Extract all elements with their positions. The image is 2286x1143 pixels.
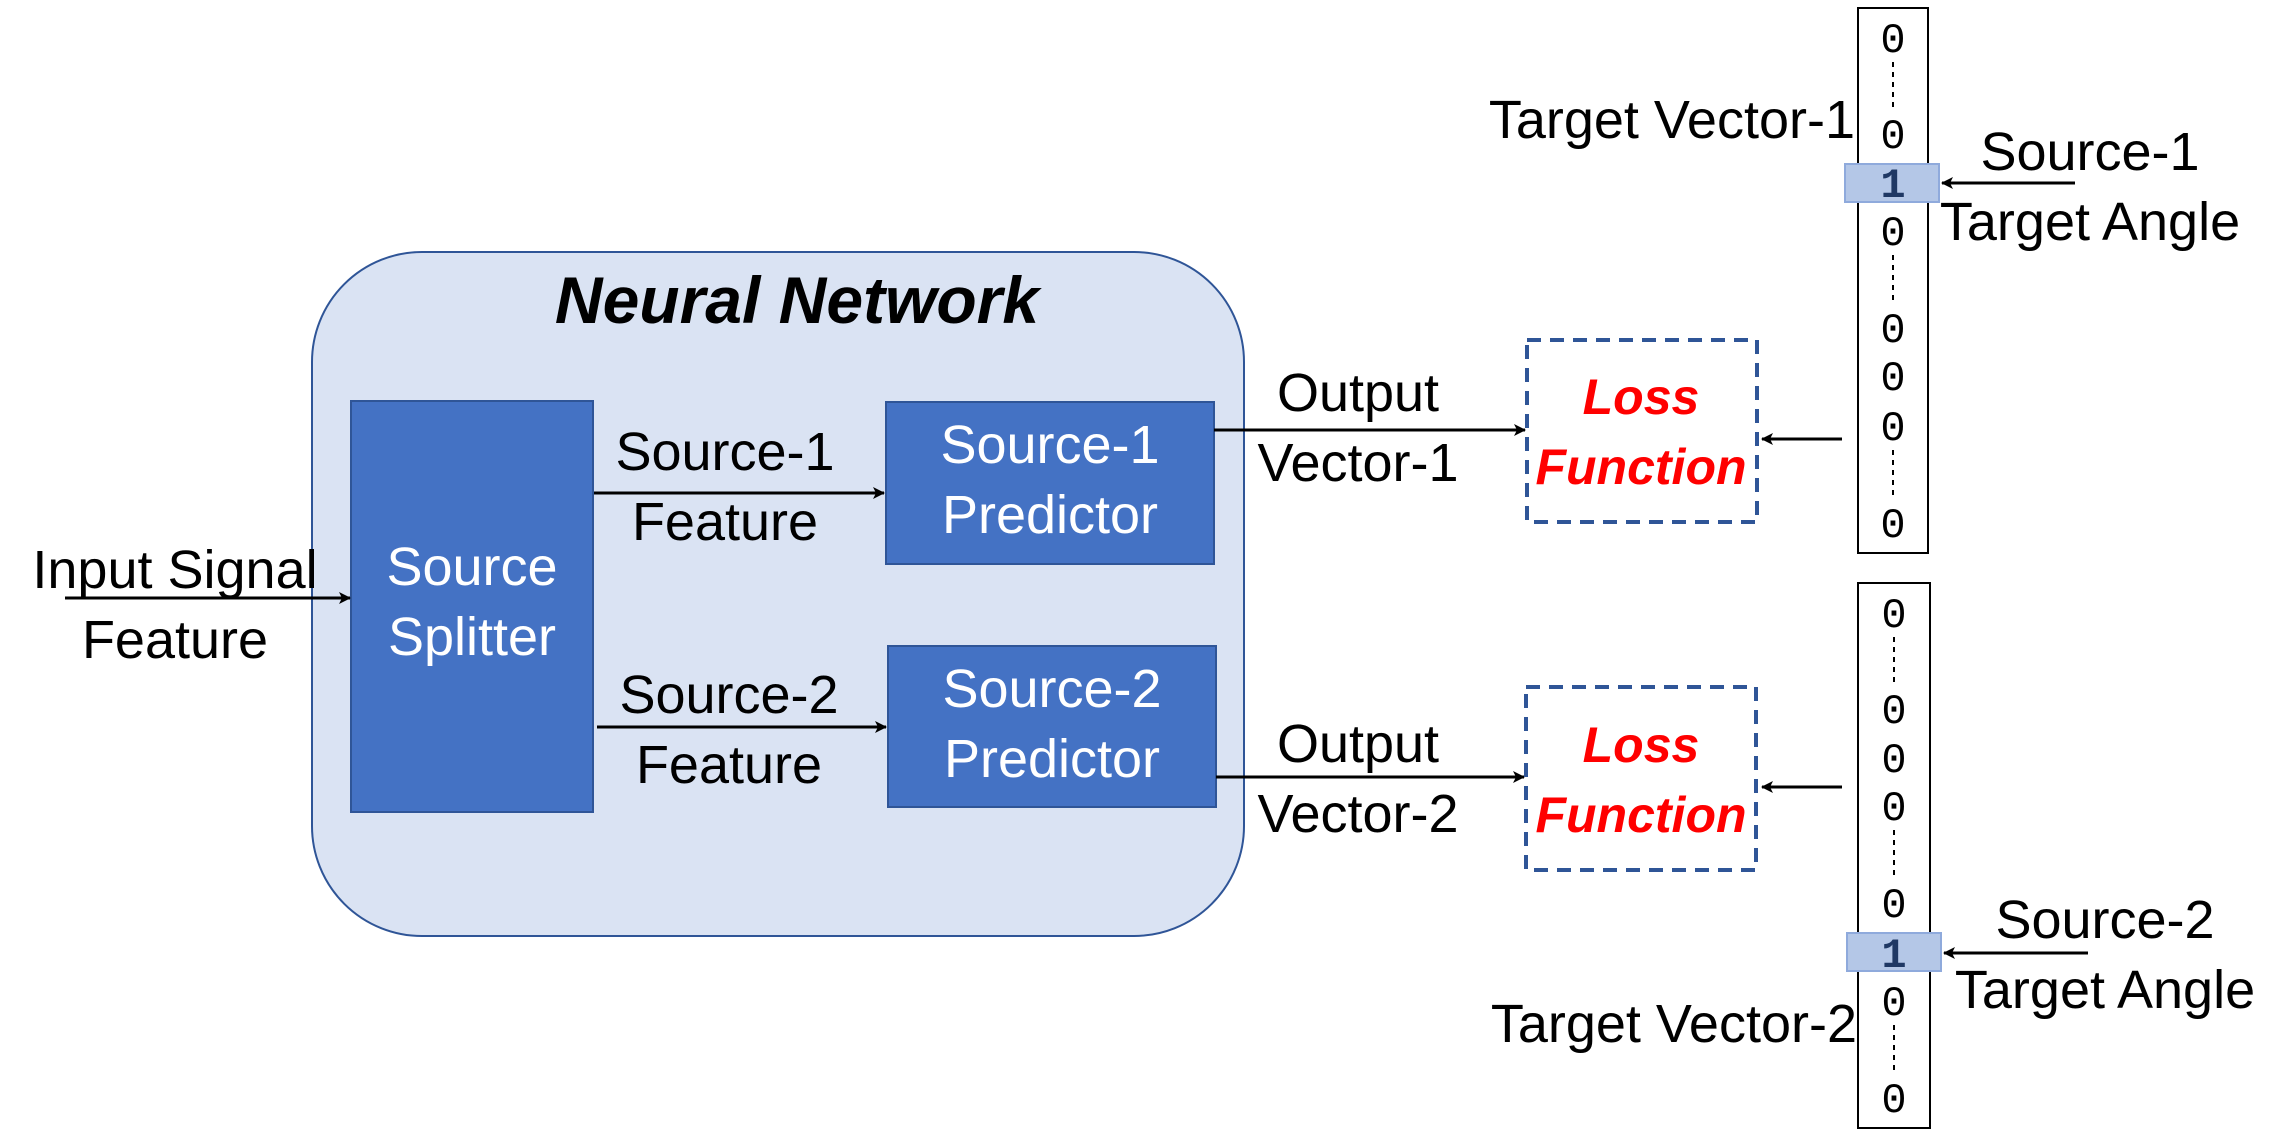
source-splitter-block — [350, 400, 594, 813]
output-vector2-label-1: Output — [1277, 714, 1439, 774]
target-vector2-cell: 0 — [1881, 980, 1906, 1028]
target-vector1-cell: 0 — [1880, 502, 1905, 550]
target-vector2-cell: 0 — [1881, 1077, 1906, 1125]
source1-predictor-label-2: Predictor — [942, 485, 1158, 545]
source2-predictor-label-1: Source-2 — [942, 659, 1161, 719]
target-vector1-cell: 0 — [1880, 307, 1905, 355]
output-vector2-label-2: Vector-2 — [1257, 784, 1458, 844]
target-vector1-highlight — [1844, 163, 1940, 203]
source2-feature-label-2: Feature — [636, 735, 822, 795]
source2-predictor-label-2: Predictor — [944, 729, 1160, 789]
target-vector2-cell: 0 — [1881, 737, 1906, 785]
target-vector1-cells: 0 0 1 0 0 0 0 0 — [1880, 17, 1905, 550]
target-vector2-cell: 0 — [1881, 785, 1906, 833]
source-splitter-label-1: Source — [386, 537, 557, 597]
target-vector2-cell: 0 — [1881, 882, 1906, 930]
target-vector1-cell: 0 — [1880, 17, 1905, 65]
source2-target-angle-label-1: Source-2 — [1995, 890, 2214, 950]
loss-function1-box — [1525, 338, 1759, 524]
target-vector1-cell: 0 — [1880, 405, 1905, 453]
loss-function2-label-2: Function — [1535, 787, 1746, 843]
output-vector1-label-1: Output — [1277, 363, 1439, 423]
source2-predictor-block — [887, 645, 1217, 808]
target-vector2-highlight — [1846, 932, 1942, 972]
source2-target-angle-label-2: Target Angle — [1955, 960, 2255, 1020]
source1-target-angle-label-2: Target Angle — [1940, 192, 2240, 252]
target-vector2-cell: 0 — [1881, 592, 1906, 640]
target-vector1-cell: 0 — [1880, 113, 1905, 161]
source1-target-angle-label-1: Source-1 — [1980, 122, 2199, 182]
source1-predictor-block — [885, 401, 1215, 565]
target-vector1-cell: 0 — [1880, 210, 1905, 258]
loss-function2-box — [1524, 685, 1758, 872]
source2-feature-label-1: Source-2 — [619, 665, 838, 725]
target-vector2-cell: 0 — [1881, 688, 1906, 736]
source1-feature-label-2: Feature — [632, 492, 818, 552]
target-vector1-cell: 0 — [1880, 355, 1905, 403]
output-vector1-label-2: Vector-1 — [1257, 433, 1458, 493]
source-splitter-label-2: Splitter — [388, 607, 556, 667]
target-vector2-cells: 0 0 0 0 0 1 0 0 — [1881, 592, 1906, 1125]
source1-feature-label-1: Source-1 — [615, 422, 834, 482]
target-vector2-cell: 1 — [1881, 932, 1906, 980]
input-signal-label-1: Input Signal — [32, 540, 317, 600]
neural-network-title: Neural Network — [555, 263, 1042, 337]
target-vector1-label: Target Vector-1 — [1489, 90, 1855, 150]
input-signal-label-2: Feature — [82, 610, 268, 670]
target-vector1-cell: 1 — [1880, 162, 1905, 210]
loss-function2-label-1: Loss — [1583, 717, 1700, 773]
source1-predictor-label-1: Source-1 — [940, 415, 1159, 475]
target-vector2-label: Target Vector-2 — [1491, 994, 1857, 1054]
loss-function1-label-1: Loss — [1583, 369, 1700, 425]
loss-function1-label-2: Function — [1535, 439, 1746, 495]
